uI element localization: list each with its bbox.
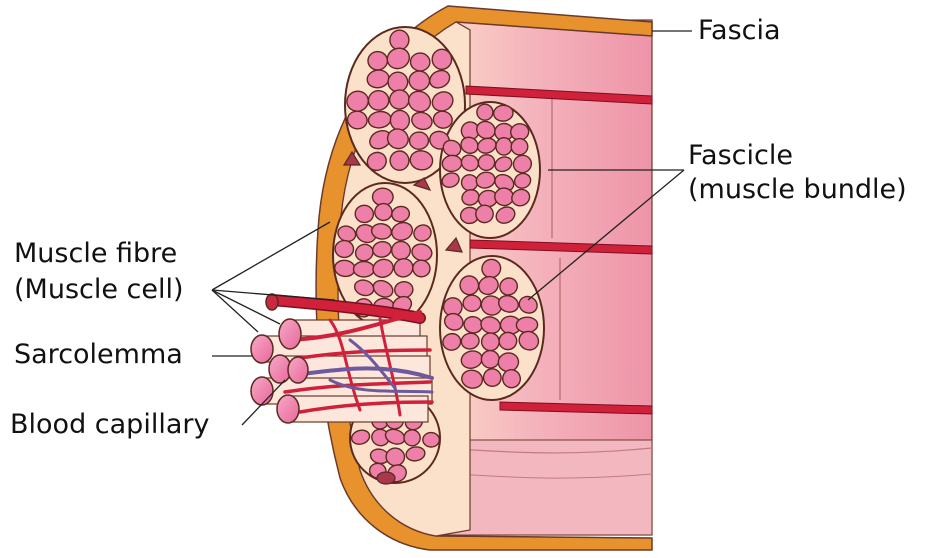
muscle-fibre <box>413 224 432 242</box>
muscle-fibre <box>477 153 496 172</box>
muscle-fibre <box>497 294 520 313</box>
muscle-fibre <box>367 89 390 111</box>
label-blood-capillary: Blood capillary <box>10 409 210 440</box>
label-muscle-fibre: Muscle fibre <box>14 238 178 269</box>
muscle-fibre <box>389 109 411 132</box>
muscle-fibre <box>498 331 518 351</box>
label-muscle-cell: (Muscle cell) <box>14 274 184 305</box>
muscle-fibre <box>481 258 502 279</box>
muscle-fibre <box>409 52 431 72</box>
muscle-fibre <box>374 202 393 222</box>
muscle-fibre <box>334 239 355 259</box>
muscle-fibre <box>461 189 480 206</box>
label-sarcolemma: Sarcolemma <box>14 339 183 370</box>
muscle-fibres <box>334 29 540 483</box>
muscle-fibre <box>431 91 454 112</box>
muscle-fibre <box>367 50 389 71</box>
muscle-fibre <box>407 90 432 113</box>
muscle-fibre <box>409 150 434 171</box>
muscle-fibre <box>429 69 451 89</box>
muscle-fibre <box>352 260 375 278</box>
muscle-fibre <box>391 205 411 223</box>
muscle-fibre <box>511 188 531 207</box>
muscle-fibre <box>432 110 453 129</box>
muscle-fibre <box>408 131 430 151</box>
muscle-fibre <box>475 204 494 224</box>
muscle-fibre <box>346 110 368 130</box>
muscle-fibre <box>499 277 519 296</box>
leader-lines <box>211 30 692 426</box>
muscle-fibre <box>518 330 540 351</box>
label-fascicle-subtitle: (muscle bundle) <box>688 174 907 205</box>
muscle-fibre <box>405 446 426 462</box>
perimysium-septa <box>465 85 653 415</box>
label-fascia: Fascia <box>698 15 781 46</box>
muscle-fibre <box>476 137 497 154</box>
muscle-fibre <box>460 136 479 155</box>
muscle-fibre <box>403 429 421 447</box>
muscle-fibre <box>476 103 494 121</box>
muscle-fibre <box>494 156 513 173</box>
muscle-fibre <box>510 137 529 156</box>
protruding-fibre-bundle <box>250 293 434 424</box>
blood-capillaries <box>266 294 434 417</box>
muscle-fibre <box>391 240 411 261</box>
muscle-fibre <box>372 240 392 258</box>
muscle-fibre <box>353 279 375 297</box>
muscle-fibre <box>354 204 375 224</box>
muscle-fibre <box>478 275 499 296</box>
muscle-fibre <box>492 104 514 122</box>
muscle-fibre <box>442 332 462 351</box>
muscle-fibre <box>460 332 480 350</box>
muscle-fibre <box>372 279 394 298</box>
muscle-fibre <box>462 294 482 313</box>
muscle-fibre <box>461 369 484 389</box>
muscle-fibre <box>431 48 453 70</box>
muscle-fibre <box>443 312 464 331</box>
muscle-fibre <box>513 172 532 189</box>
muscle-fibre <box>391 221 414 241</box>
connective-tissue-vessels <box>342 150 463 485</box>
muscle-fibre <box>366 151 387 172</box>
label-fascicle: Fascicle <box>688 140 793 171</box>
muscle-fibre <box>501 369 522 389</box>
muscle-fibre <box>387 71 409 93</box>
muscle-fibre <box>441 172 460 188</box>
muscle-fibre <box>389 150 410 171</box>
muscle-fibre <box>459 275 480 296</box>
muscle-fibre <box>475 171 496 189</box>
muscle-fibre <box>411 111 433 131</box>
muscle-fibre <box>480 295 503 316</box>
muscle-fibre <box>422 431 441 448</box>
muscle-fibre <box>512 154 533 174</box>
muscle-fibre <box>482 368 502 388</box>
muscle-fibre <box>460 154 480 172</box>
muscle-fibre <box>393 258 414 278</box>
muscle-fibre <box>372 258 394 278</box>
muscle-fibre <box>412 259 431 278</box>
muscle-fibre <box>350 429 371 445</box>
muscle-fibre <box>495 137 513 156</box>
muscle-fibre <box>386 128 409 150</box>
muscle-fibre <box>386 47 411 70</box>
muscle-fibre <box>388 89 410 110</box>
muscle-fibre <box>515 316 539 334</box>
muscle-fibre <box>495 206 516 224</box>
